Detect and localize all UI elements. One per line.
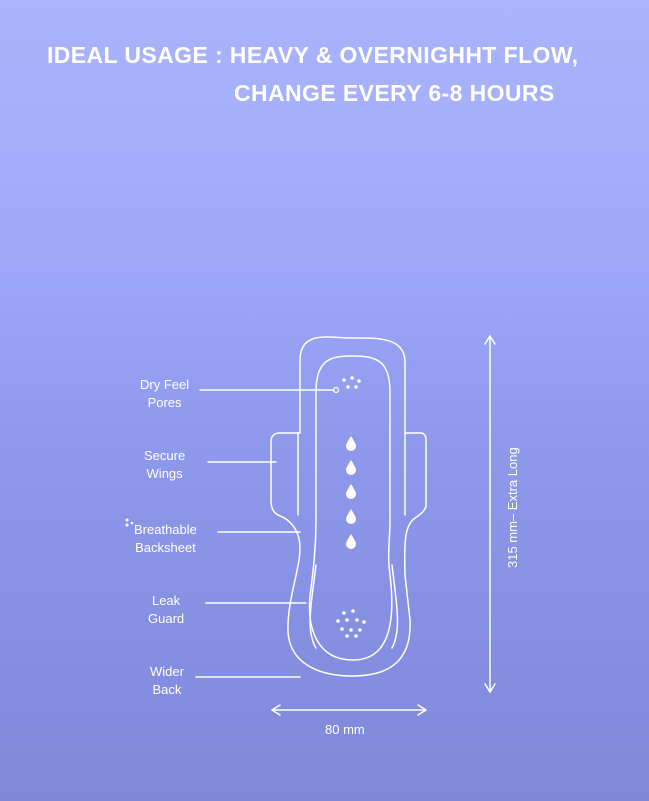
droplet-icons <box>346 436 356 549</box>
headline-line-2: CHANGE EVERY 6-8 HOURS <box>234 80 555 106</box>
label-leak-guard-line-2: Guard <box>148 611 185 626</box>
width-dimension-label: 80 mm <box>325 722 365 737</box>
pad-outline <box>270 336 427 677</box>
dry-feel-pores-top <box>342 376 361 389</box>
headline-line-1: IDEAL USAGE : HEAVY & OVERNIGHHT FLOW, <box>47 42 579 68</box>
breathable-dots <box>125 518 134 527</box>
length-dimension-label: 315 mm– Extra Long <box>505 447 520 568</box>
dry-feel-pores-bottom <box>336 609 366 638</box>
width-arrow-right <box>417 704 427 716</box>
width-arrow-left <box>271 704 281 716</box>
label-wider-back-line-1: Wider <box>150 664 184 679</box>
label-secure-wings-line-1: Secure <box>144 448 186 463</box>
label-leak-guard-line-1: Leak <box>151 593 181 608</box>
label-wider-back: Wider Back <box>150 663 184 699</box>
leak-guard-left <box>309 564 317 649</box>
label-breathable-backsheet: Breathable Backsheet <box>134 521 197 557</box>
label-dry-feel-line-2: Pores <box>147 395 182 410</box>
leader-dot <box>332 386 340 394</box>
pad-inner-channel <box>308 355 393 661</box>
label-breathable-line-1: Breathable <box>134 522 197 537</box>
label-breathable-line-2: Backsheet <box>135 540 196 555</box>
label-dry-feel-line-1: Dry Feel <box>140 377 190 392</box>
length-arrow-top <box>484 335 496 345</box>
length-arrow-bottom <box>484 683 496 693</box>
label-wider-back-line-2: Back <box>152 682 182 697</box>
label-dry-feel-pores: Dry Feel Pores <box>140 376 189 412</box>
label-secure-wings: Secure Wings <box>144 447 185 483</box>
label-leak-guard: Leak Guard <box>148 592 184 628</box>
leak-guard-right <box>391 564 399 649</box>
label-secure-wings-line-2: Wings <box>146 466 183 481</box>
